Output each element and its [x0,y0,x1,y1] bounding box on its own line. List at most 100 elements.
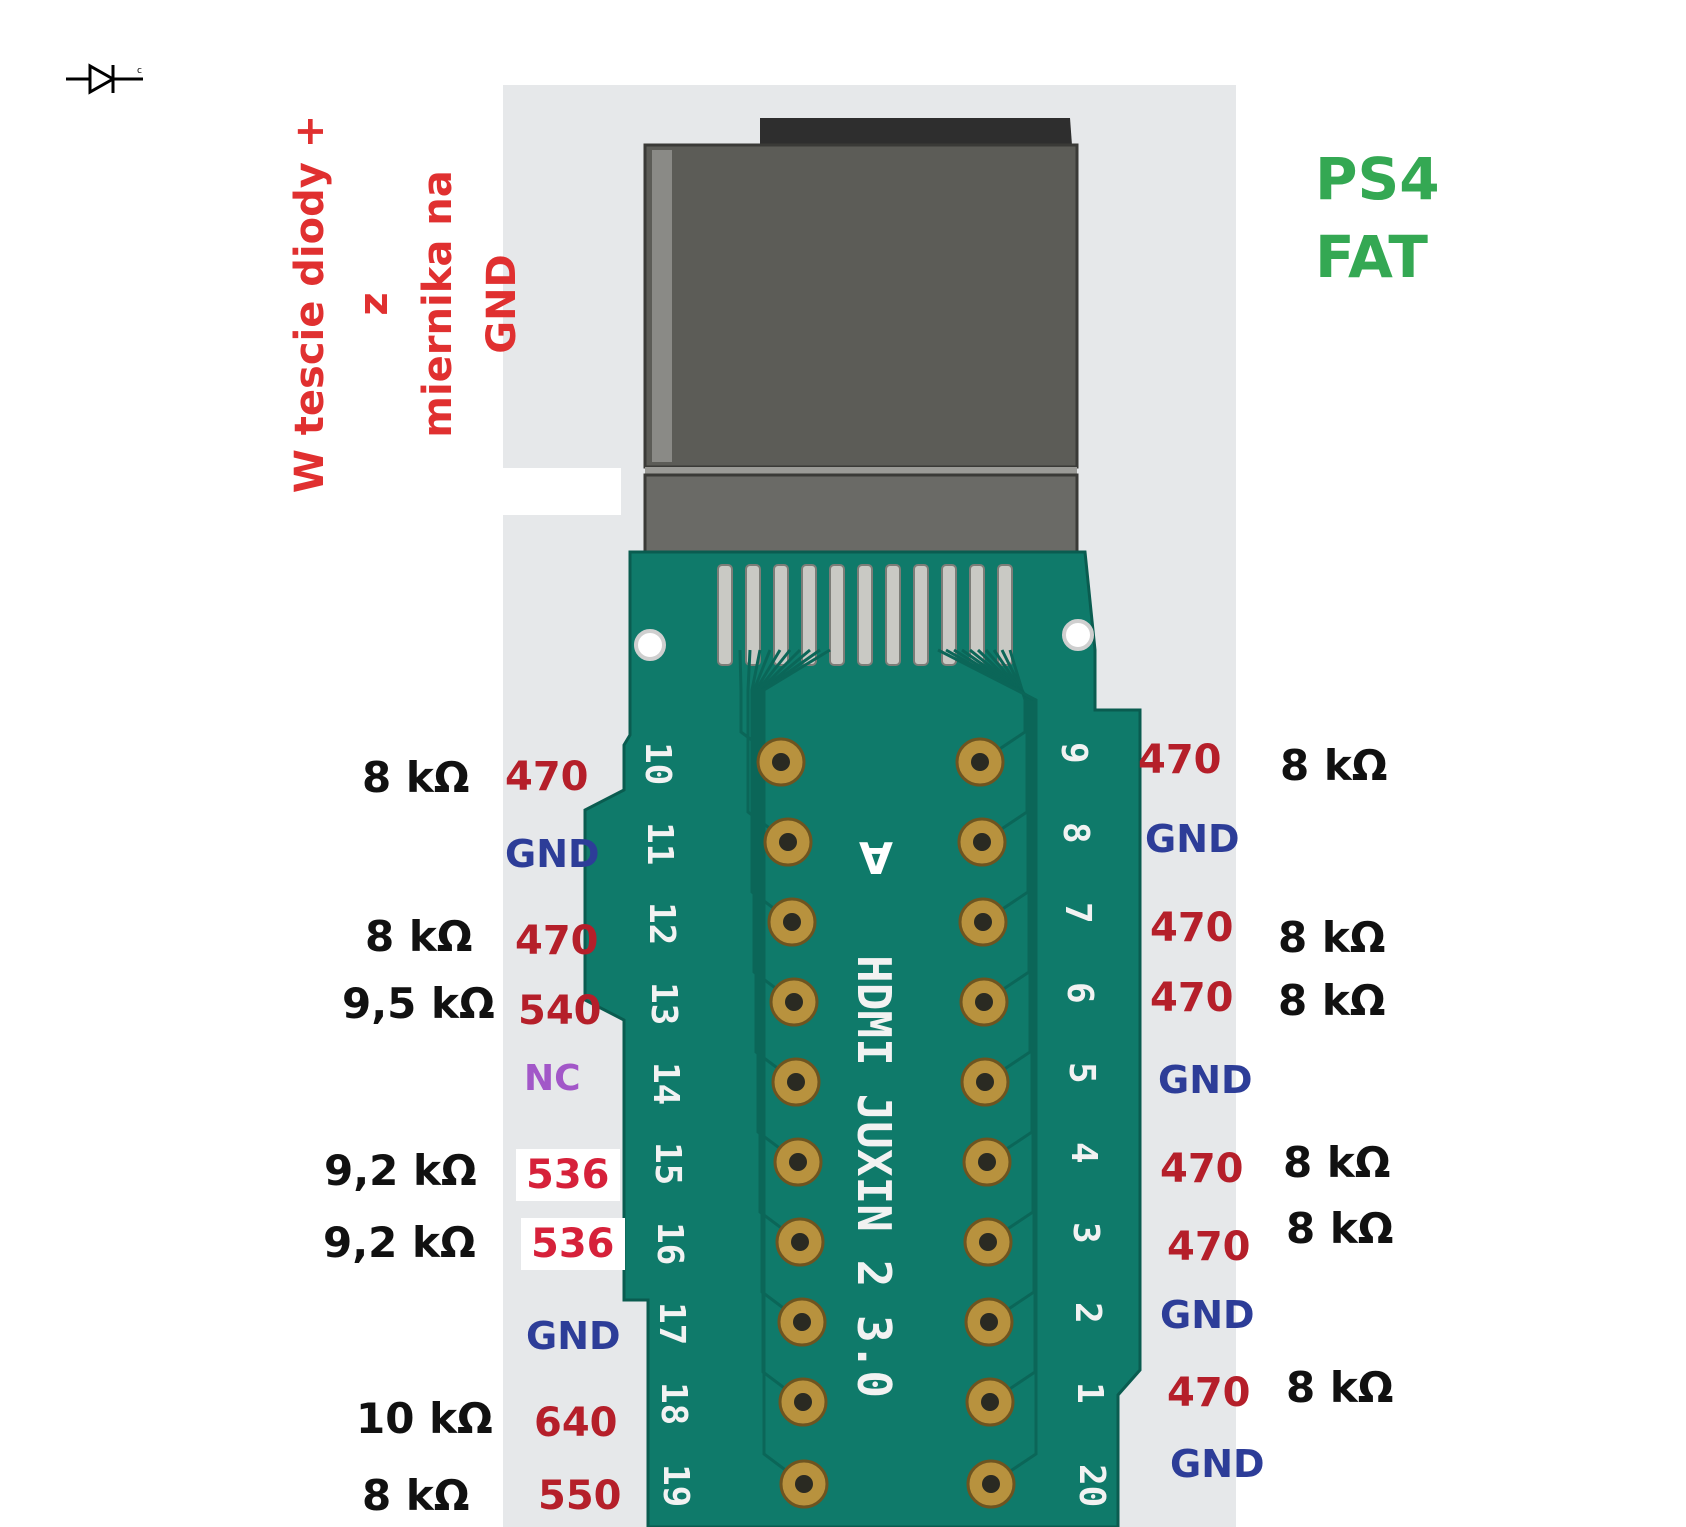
silkscreen-text: HDMI JUXIN 2 3.0 [847,955,901,1398]
nc-label: NC [524,1058,581,1099]
diode-value-right: 470 [1138,737,1222,783]
pin-number-right: 7 [1057,902,1098,924]
gnd-label-right: GND [1145,817,1240,861]
gnd-label-left: GND [526,1314,621,1358]
pad-hole [976,1073,994,1091]
diode-value-left: 536 [521,1218,625,1270]
page-title: PS4 FAT [1315,140,1440,296]
mount-hole-right [1062,619,1094,651]
pin-number-right: 20 [1071,1464,1112,1507]
pad-hole [795,1475,813,1493]
pin-number-left: 16 [649,1222,690,1265]
resistance-value-left: 9,2 kΩ [324,1146,477,1195]
diode-test-note: W tescie diody + z miernika na GND [278,114,534,494]
gnd-label-right: GND [1160,1293,1255,1337]
resistance-value-left: 8 kΩ [365,912,473,961]
diode-value-left: 470 [505,754,589,800]
pin-number-right: 5 [1061,1062,1102,1084]
trace [750,649,793,924]
trace [979,649,1027,764]
solder-leg [717,564,733,666]
solder-leg [829,564,845,666]
pad-hole [791,1233,809,1251]
gnd-label-right: GND [1170,1442,1265,1486]
resistance-value-left: 8 kΩ [362,753,470,802]
resistance-value-left: 9,5 kΩ [342,979,495,1028]
pin-number-right: 9 [1053,742,1094,764]
pcb-body [583,550,1142,1527]
pin-number-right: 3 [1065,1222,1106,1244]
trace [758,648,802,1244]
resistance-value-right: 8 kΩ [1286,1363,1394,1412]
resistance-value-right: 8 kΩ [1278,976,1386,1025]
trace [976,648,1032,1084]
pin-number-right: 2 [1067,1302,1108,1324]
solder-leg [857,564,873,666]
pad-hole [980,1313,998,1331]
mount-hole-left [634,629,666,661]
trace [754,649,797,1084]
pin-number-left: 11 [639,822,680,865]
pin-pads [756,737,1016,1509]
trace [746,649,789,844]
pad-hole [971,753,989,771]
note-line-2: miernika na GND [415,170,525,438]
diode-value-left: 640 [534,1400,618,1446]
gnd-label-right: GND [1158,1058,1253,1102]
pin-number-left: 15 [647,1142,688,1185]
resistance-value-right: 8 kΩ [1286,1204,1394,1253]
diode-value-left: 550 [538,1473,622,1519]
solder-leg [801,564,817,666]
pin-number-left: 10 [637,742,678,785]
hdmi-connector [643,118,1079,557]
note-line-1: W tescie diody + z [287,114,397,494]
pin-number-left: 14 [645,1062,686,1105]
diode-value-left: 536 [516,1149,620,1201]
title-line-2: FAT [1315,223,1428,291]
silkscreen-letter: A [859,831,893,882]
connector-solder-pins [717,564,1013,666]
pad-hole [973,833,991,851]
trace [756,649,799,1164]
pad-hole [787,1073,805,1091]
diode-value-left: 470 [515,918,599,964]
solder-leg [997,564,1013,666]
pad-hole [979,1233,997,1251]
resistance-value-left: 8 kΩ [362,1471,470,1520]
solder-leg [941,564,957,666]
pin-number-right: 6 [1059,982,1100,1004]
diode-value-left: 540 [518,988,602,1034]
pin-number-left: 19 [655,1464,696,1507]
resistance-value-right: 8 kΩ [1280,741,1388,790]
solder-leg [885,564,901,666]
pad-hole [975,993,993,1011]
trace [752,649,795,1004]
pad-hole [785,993,803,1011]
pad-hole [981,1393,999,1411]
pad-hole [779,833,797,851]
gnd-label-left: GND [505,832,600,876]
solder-leg [745,564,761,666]
solder-leg [913,564,929,666]
pad-hole [978,1153,996,1171]
pcb-traces [738,648,1038,1486]
pin-number-left: 17 [651,1302,692,1345]
pad-hole [793,1313,811,1331]
solder-leg [773,564,789,666]
pad-hole [789,1153,807,1171]
pin-number-right: 4 [1063,1142,1104,1164]
trace [762,648,831,1486]
resistance-value-right: 8 kΩ [1283,1138,1391,1187]
resistance-value-left: 9,2 kΩ [323,1218,476,1267]
diode-value-right: 470 [1160,1146,1244,1192]
pin-number-left: 12 [641,902,682,945]
resistance-value-left: 10 kΩ [356,1394,493,1443]
pad-hole [772,753,790,771]
diode-value-right: 470 [1150,975,1234,1021]
pad-hole [974,913,992,931]
diode-symbol-mark: c [137,66,142,76]
pin-number-right: 1 [1069,1382,1110,1404]
diode-value-right: 470 [1167,1370,1251,1416]
